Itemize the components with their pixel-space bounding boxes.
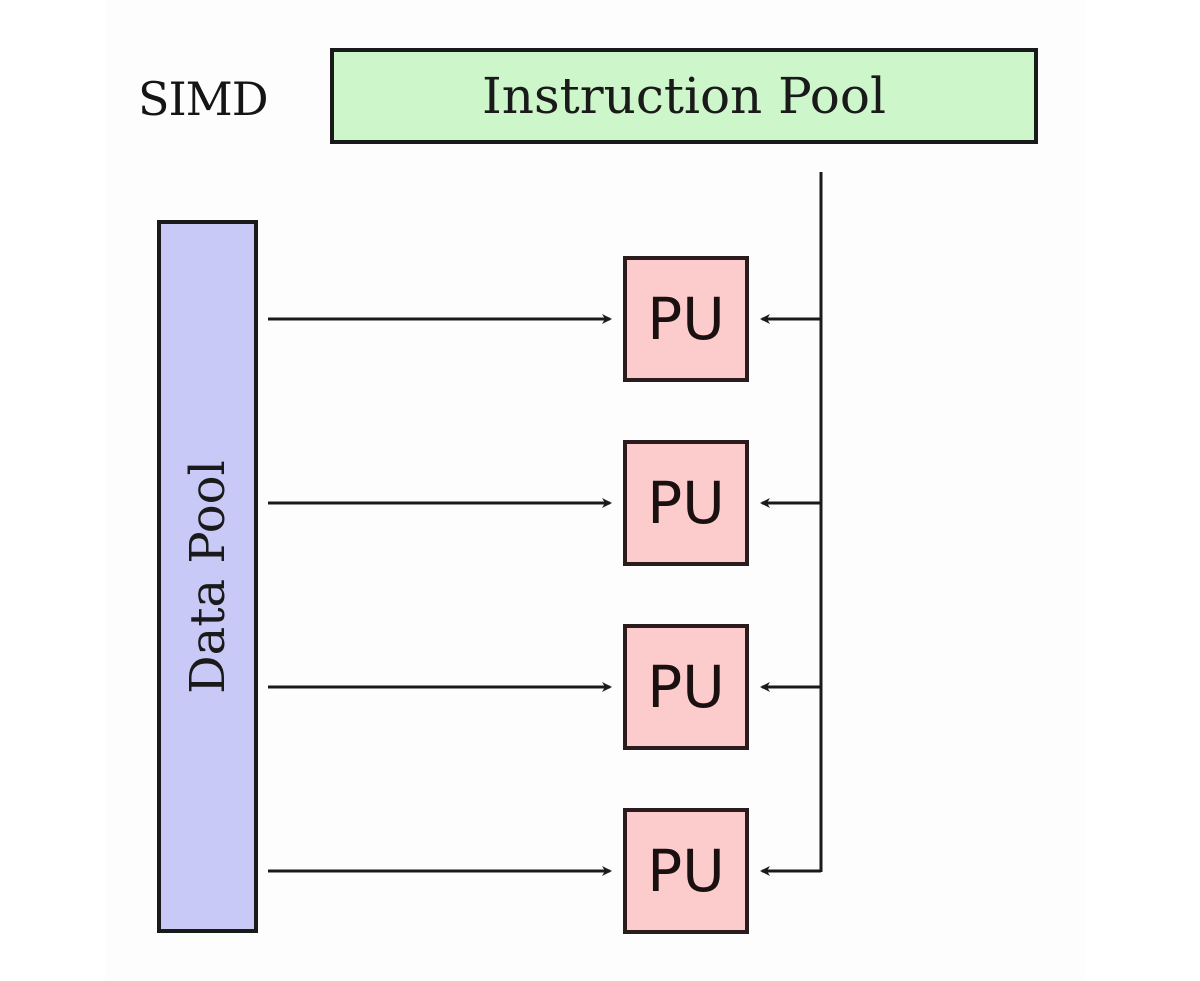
processing-unit-4: PU bbox=[623, 808, 749, 934]
simd-label: SIMD bbox=[138, 72, 269, 126]
diagram-background bbox=[105, 0, 1085, 981]
processing-unit-label: PU bbox=[647, 285, 725, 353]
processing-unit-2: PU bbox=[623, 440, 749, 566]
processing-unit-label: PU bbox=[647, 653, 725, 721]
processing-unit-label: PU bbox=[647, 469, 725, 537]
instruction-pool-label: Instruction Pool bbox=[482, 67, 886, 125]
instruction-pool-box: Instruction Pool bbox=[330, 48, 1038, 144]
data-pool-box: Data Pool bbox=[157, 220, 258, 933]
processing-unit-1: PU bbox=[623, 256, 749, 382]
processing-unit-3: PU bbox=[623, 624, 749, 750]
processing-unit-label: PU bbox=[647, 837, 725, 905]
